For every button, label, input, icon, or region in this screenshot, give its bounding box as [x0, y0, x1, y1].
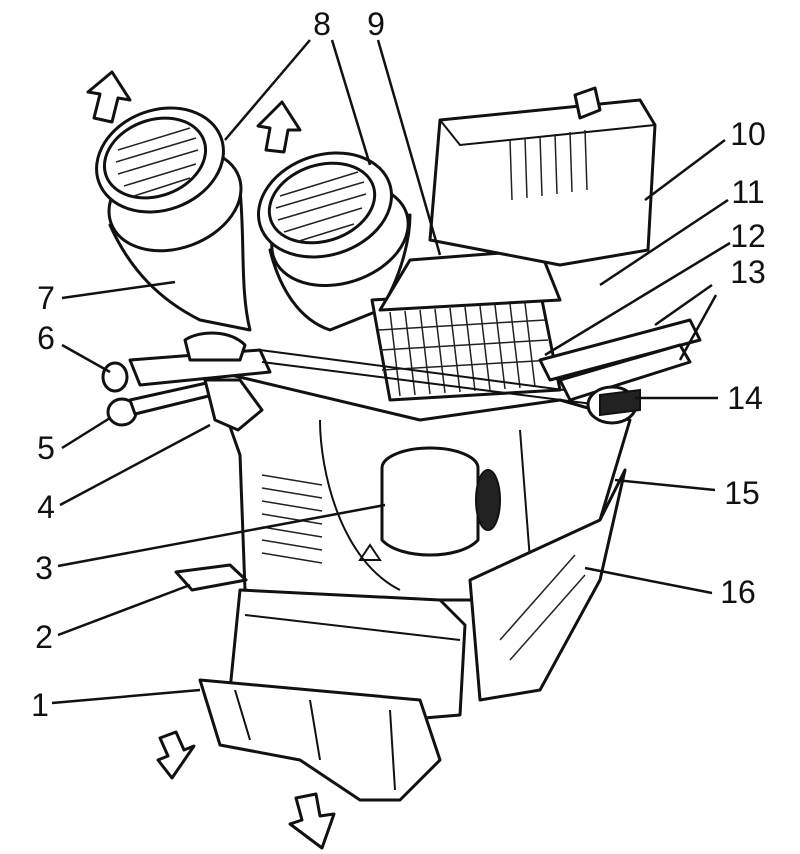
callout-6: 6	[37, 320, 55, 356]
fan-motor	[358, 446, 501, 561]
callout-2: 2	[35, 619, 53, 655]
callout-labels: 1 2 3 4 5 6 7 8 9 10 11 12 13 14 15 16	[31, 6, 766, 723]
control-linkage	[101, 331, 641, 432]
airflow-arrow-up-right	[256, 100, 302, 154]
left-vent-nozzle	[95, 106, 252, 332]
leader-3	[57, 503, 386, 568]
leader-16	[584, 566, 713, 595]
callout-9: 9	[367, 6, 385, 42]
leader-9	[376, 39, 442, 256]
leader-5	[61, 416, 111, 450]
callout-13: 13	[730, 254, 766, 290]
assembly-illustration	[86, 70, 702, 850]
callout-4: 4	[37, 489, 55, 525]
callout-5: 5	[37, 430, 55, 466]
callout-8: 8	[313, 6, 331, 42]
callout-1: 1	[31, 687, 49, 723]
leader-13a	[654, 283, 713, 327]
callout-12: 12	[730, 218, 766, 254]
leader-lines	[51, 39, 731, 705]
leader-2	[57, 583, 191, 637]
leader-10	[644, 139, 726, 201]
leader-6	[61, 343, 111, 374]
leader-8b	[330, 39, 372, 166]
side-grille	[261, 474, 323, 564]
callout-15: 15	[724, 475, 760, 511]
heater-core	[370, 248, 562, 402]
top-box	[428, 86, 657, 267]
valve-fittings	[538, 318, 702, 425]
leader-1	[51, 688, 201, 705]
side-bracket	[468, 468, 627, 702]
callout-10: 10	[730, 116, 766, 152]
air-distribution-box	[174, 563, 467, 802]
callout-7: 7	[37, 280, 55, 316]
leader-15	[614, 478, 716, 492]
airflow-arrow-down-left	[156, 730, 196, 780]
leader-13b	[678, 294, 718, 361]
callout-14: 14	[727, 380, 763, 416]
leader-8a	[224, 39, 311, 141]
callout-11: 11	[731, 174, 764, 210]
leader-12	[544, 241, 731, 357]
leader-7	[61, 280, 176, 300]
leader-11	[599, 198, 729, 287]
callout-3: 3	[35, 550, 53, 586]
leader-4	[59, 423, 211, 507]
airflow-arrow-up-left	[86, 70, 132, 124]
airflow-arrow-down-bottom	[288, 792, 336, 850]
callout-16: 16	[720, 574, 756, 610]
